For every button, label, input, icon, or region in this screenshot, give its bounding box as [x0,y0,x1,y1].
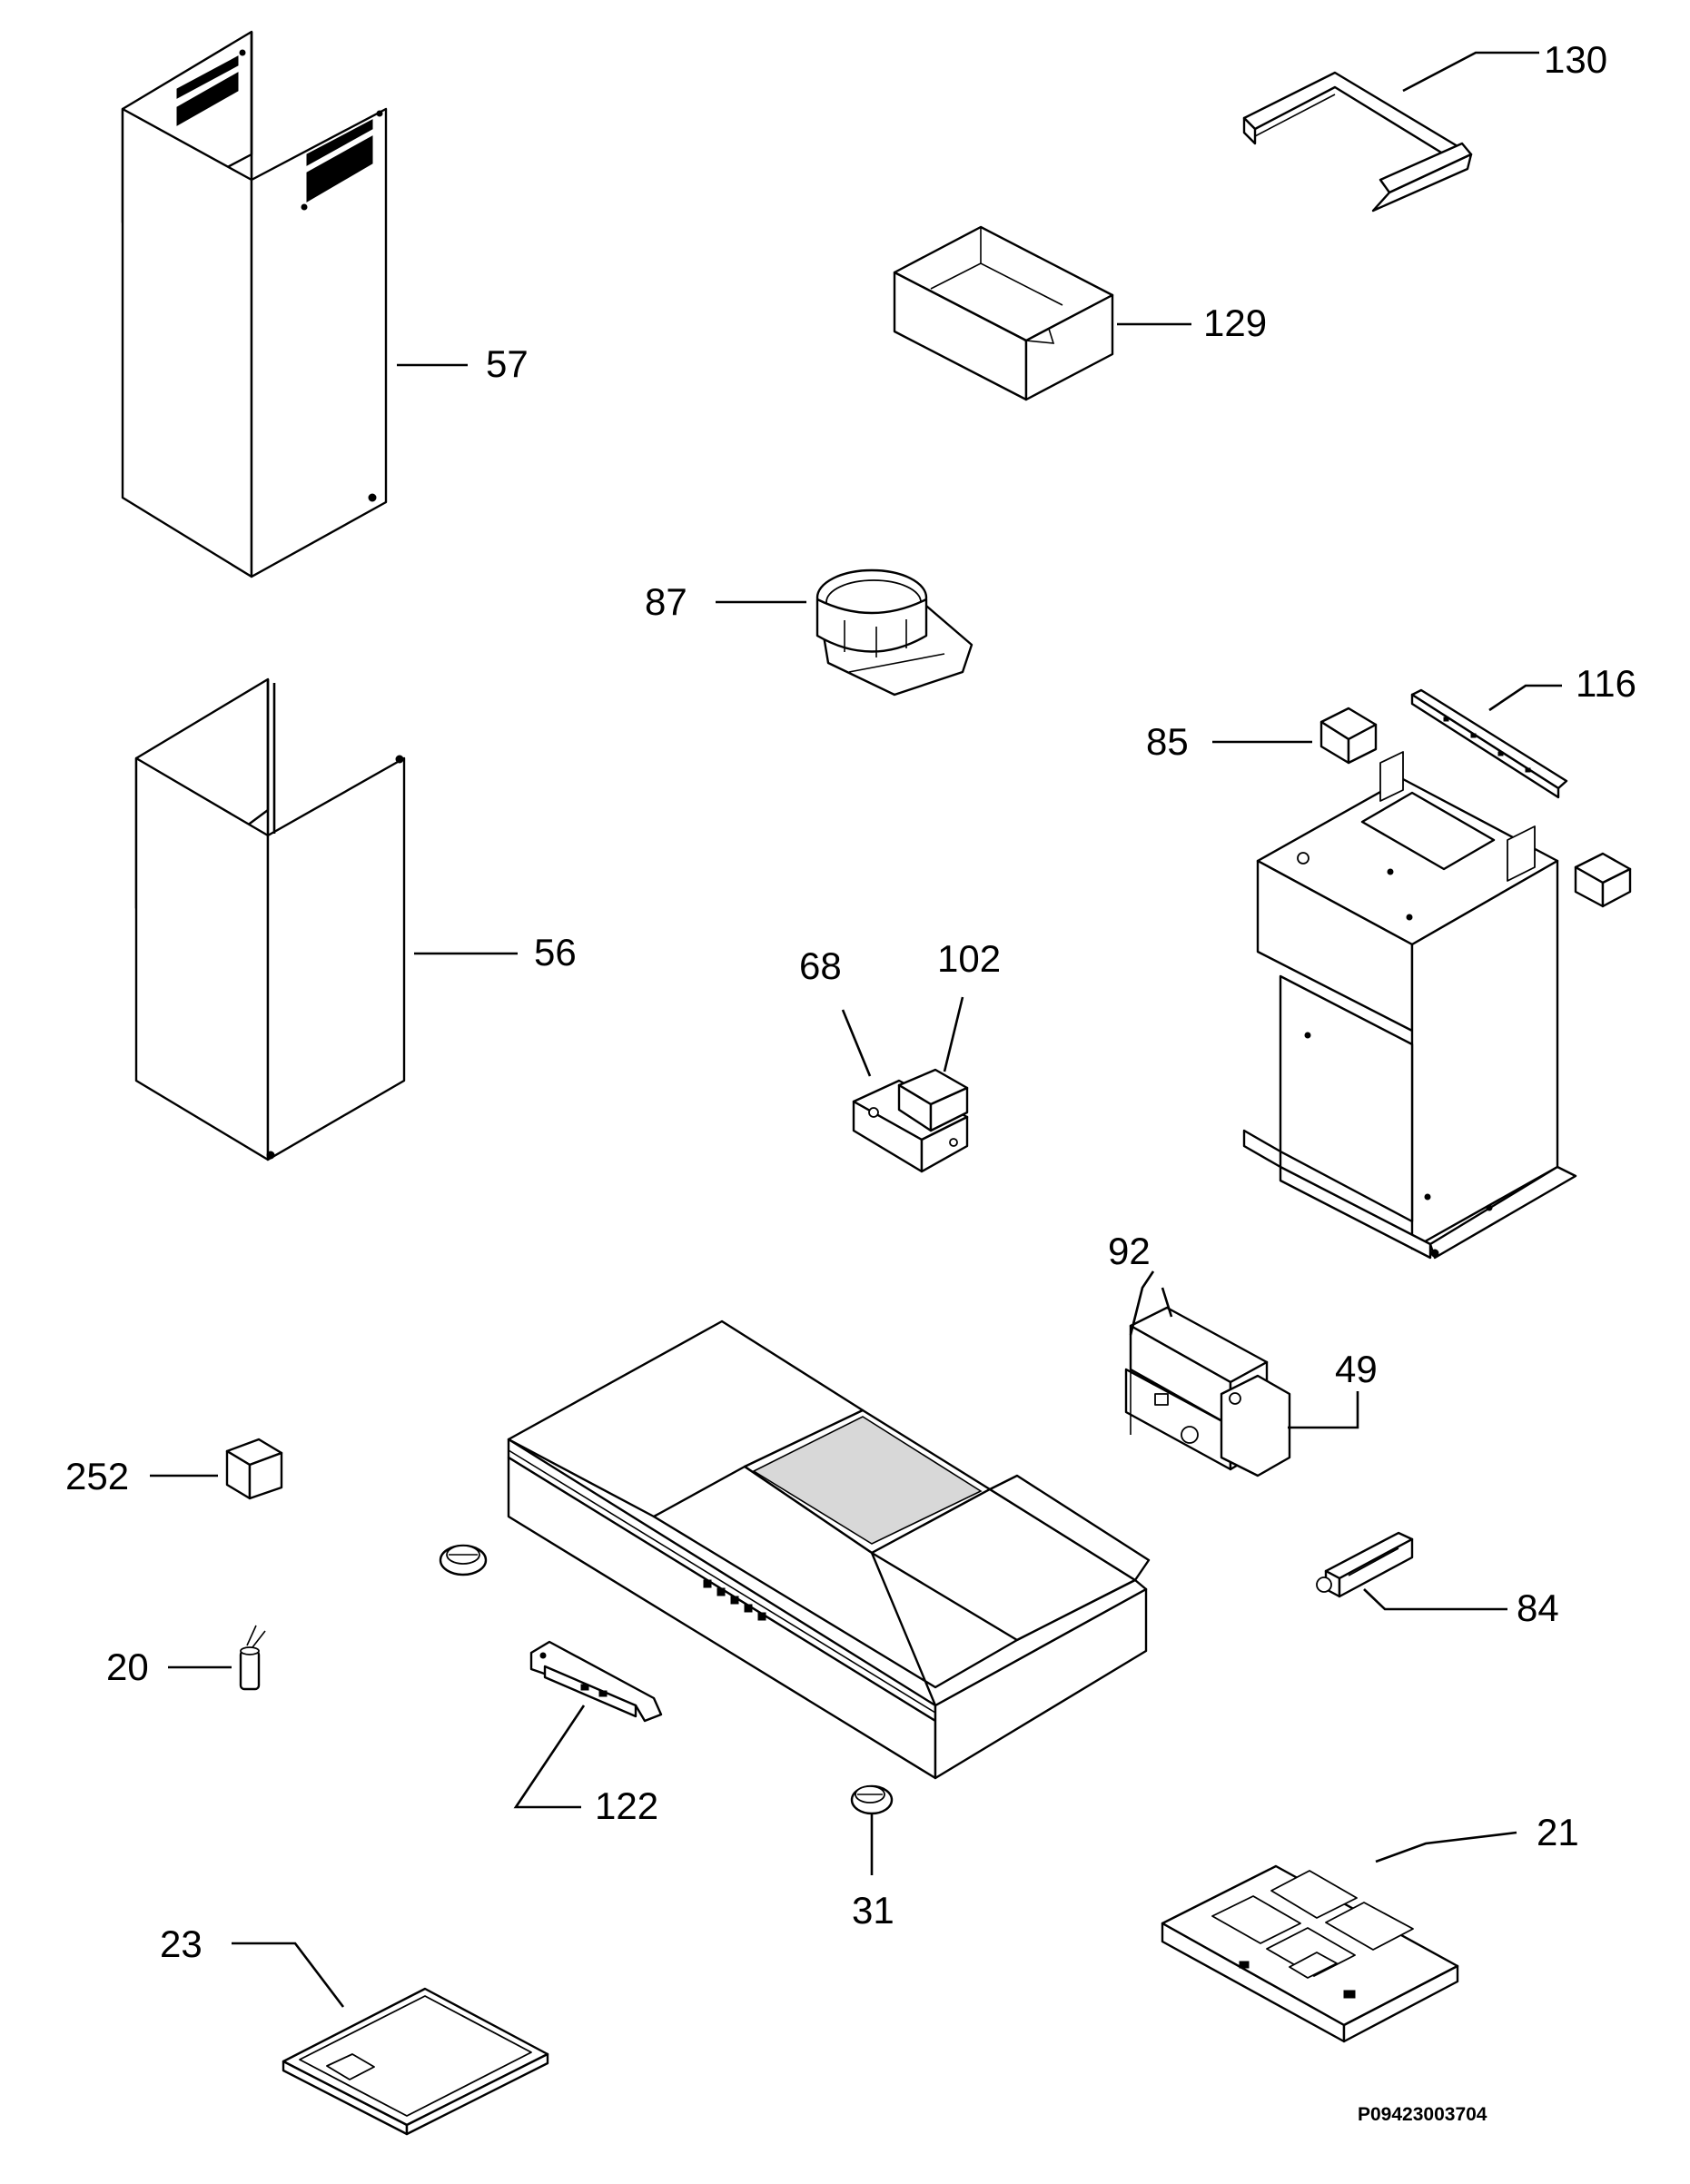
part-68-102-electrical-unit [852,1068,969,1173]
motor-housing [1242,751,1632,1260]
leader-92b [1161,1287,1173,1318]
leader-84 [1363,1588,1507,1611]
leader-49 [1288,1391,1359,1429]
leader-68 [841,1009,872,1077]
part-122-light-bracket [529,1640,663,1723]
callout-31: 31 [852,1889,894,1932]
part-116-rail [1410,688,1568,799]
vent-grille-left [176,55,239,126]
knob-left [439,1544,488,1576]
leader-116 [1488,684,1562,712]
part-23-carbon-filter [282,1987,549,2136]
hood-canopy [507,1319,1151,1780]
vent-grille-right [306,119,373,203]
callout-122: 122 [595,1784,658,1827]
callout-21: 21 [1537,1811,1579,1853]
part-130-mounting-bracket [1242,71,1473,212]
leader-92 [1129,1270,1155,1336]
control-buttons [703,1579,766,1621]
leader-122 [513,1705,586,1809]
callout-68: 68 [799,944,842,987]
leader-21 [1375,1831,1517,1863]
part-57-upper-chimney [121,30,388,578]
part-92-49-control-board [1124,1306,1291,1477]
part-20-capacitor [239,1625,266,1691]
callout-116: 116 [1576,662,1636,705]
leader-23 [232,1942,345,2008]
callout-49: 49 [1335,1348,1378,1390]
part-252-switch [225,1438,283,1500]
callout-23: 23 [160,1922,203,1965]
leader-130 [1402,51,1539,93]
callout-92: 92 [1108,1230,1151,1272]
callout-129: 129 [1203,301,1267,344]
part-21-grease-filter [1161,1864,1459,2043]
callout-20: 20 [106,1645,149,1688]
part-85-clip [1319,707,1378,765]
part-129-box [893,225,1114,401]
side-clip [1574,852,1632,908]
callout-87: 87 [645,580,687,623]
leader-102 [943,996,964,1072]
callout-84: 84 [1517,1586,1559,1629]
part-31-knob [850,1784,894,1815]
callout-57: 57 [486,342,529,385]
callout-102: 102 [937,937,1001,980]
part-84-light-unit [1316,1531,1414,1598]
callout-85: 85 [1146,720,1189,763]
callout-252: 252 [65,1455,129,1497]
callout-56: 56 [534,931,577,973]
reference-code: P09423003704 [1358,2104,1487,2125]
part-87-air-outlet [815,568,973,697]
callout-130: 130 [1544,38,1607,81]
part-56-lower-chimney [134,677,406,1161]
